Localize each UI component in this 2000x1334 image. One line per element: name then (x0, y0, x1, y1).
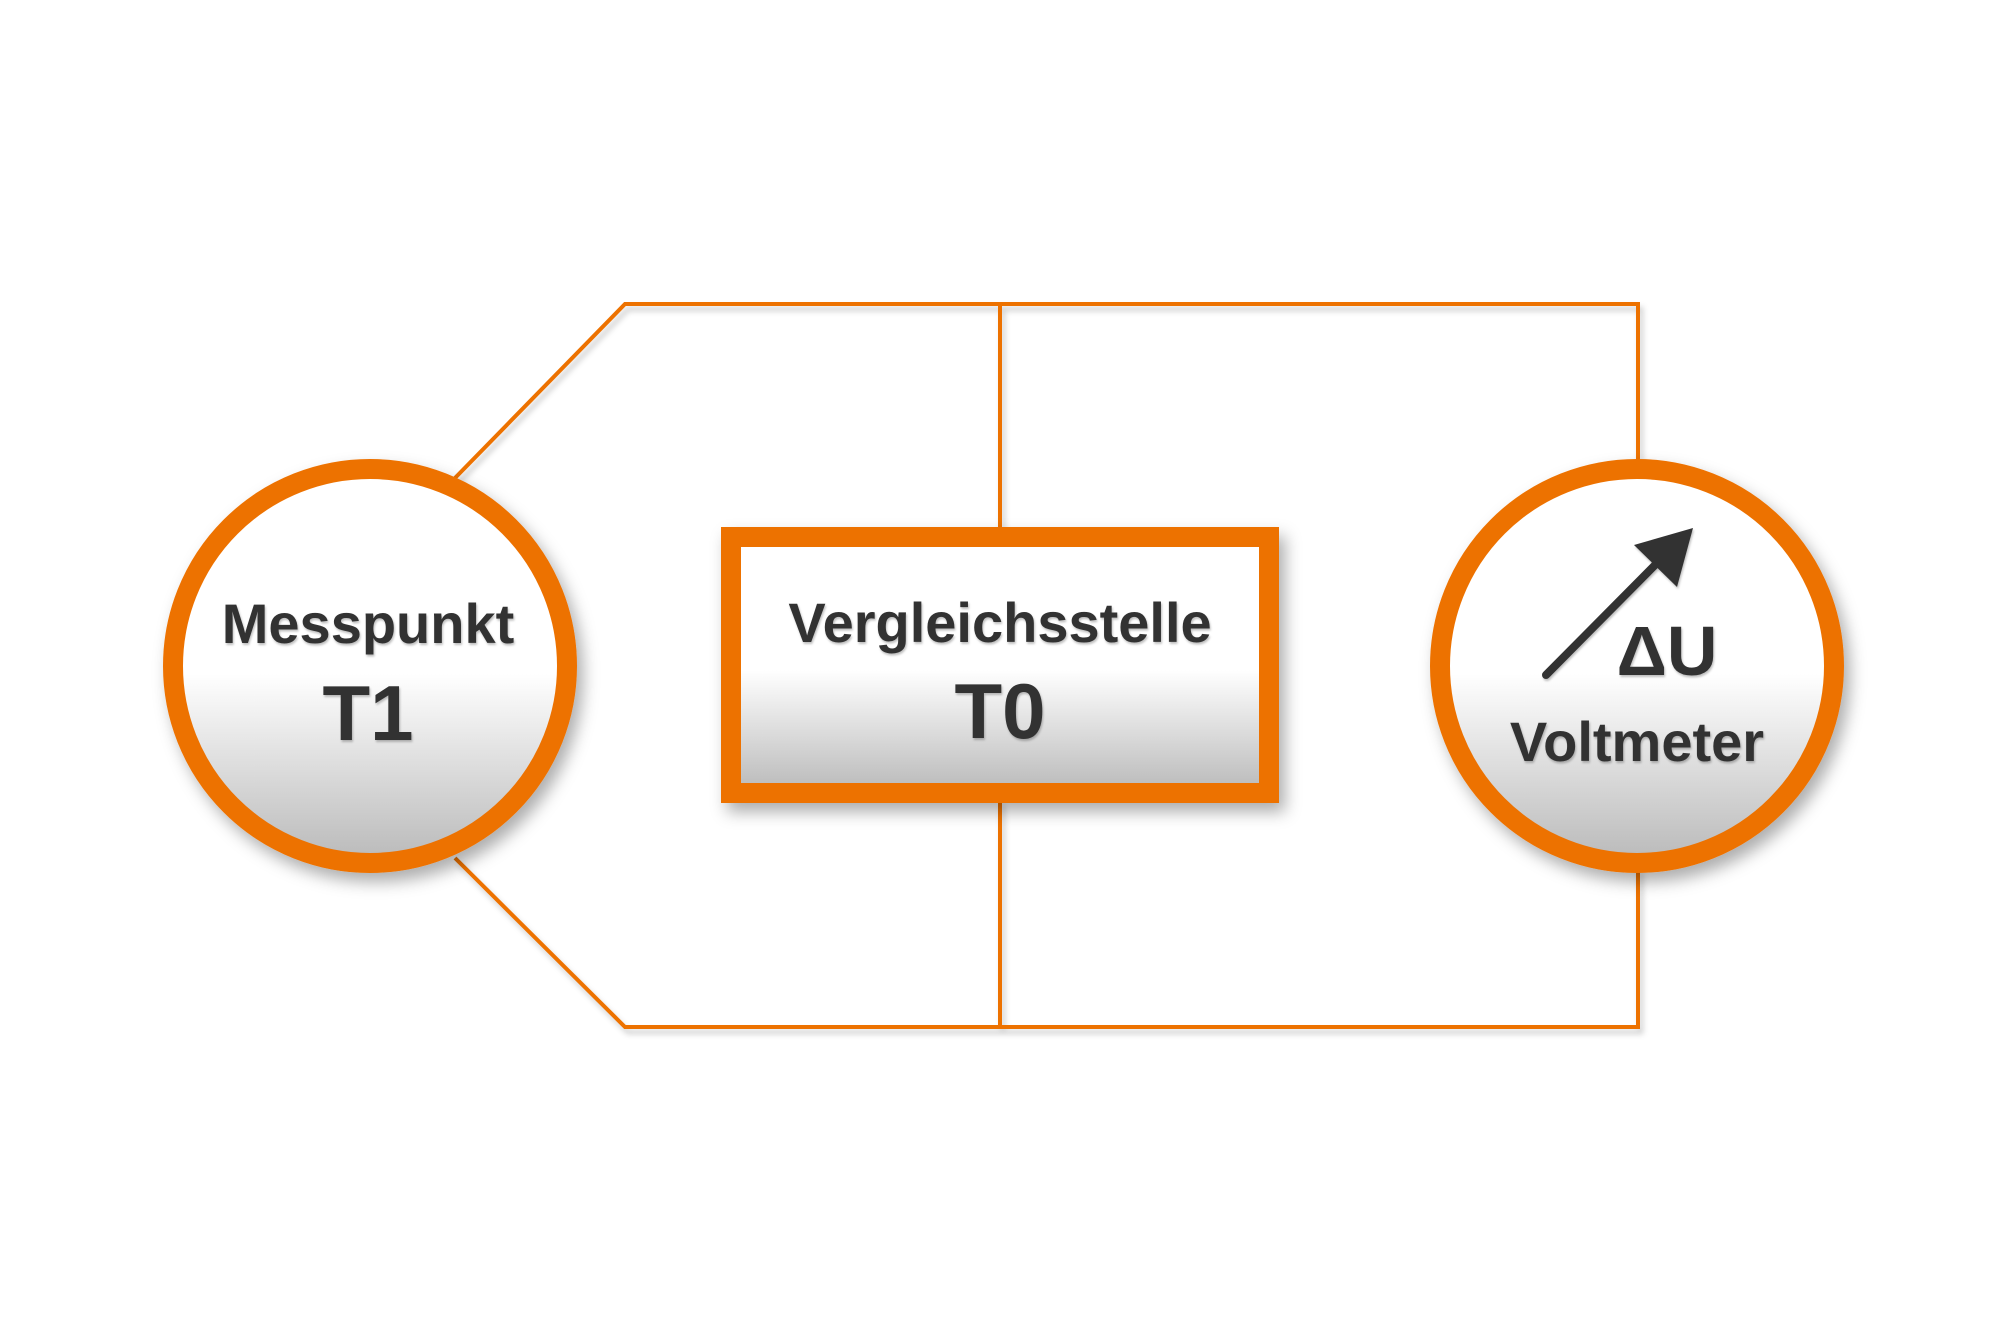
measuring-point-node: Messpunkt T1 (163, 459, 577, 873)
arrow-up-right-icon (1542, 528, 1693, 679)
voltmeter-label: Voltmeter (1510, 710, 1764, 773)
voltmeter-node: ΔU Voltmeter (1430, 459, 1844, 873)
measuring-point-circle (163, 459, 577, 873)
measuring-point-label: Messpunkt (222, 592, 515, 655)
voltmeter-circle (1430, 459, 1844, 873)
wire-bottom-left (453, 856, 1640, 1029)
voltmeter-symbol: ΔU (1617, 612, 1718, 690)
wire-top-left (453, 302, 1640, 480)
reference-junction-node: Vergleichsstelle T0 (721, 527, 1279, 803)
measuring-point-value: T1 (322, 669, 413, 757)
reference-junction-label: Vergleichsstelle (788, 591, 1211, 654)
reference-junction-value: T0 (954, 667, 1045, 755)
reference-junction-box (721, 527, 1279, 803)
circuit-wires (453, 302, 1640, 1029)
